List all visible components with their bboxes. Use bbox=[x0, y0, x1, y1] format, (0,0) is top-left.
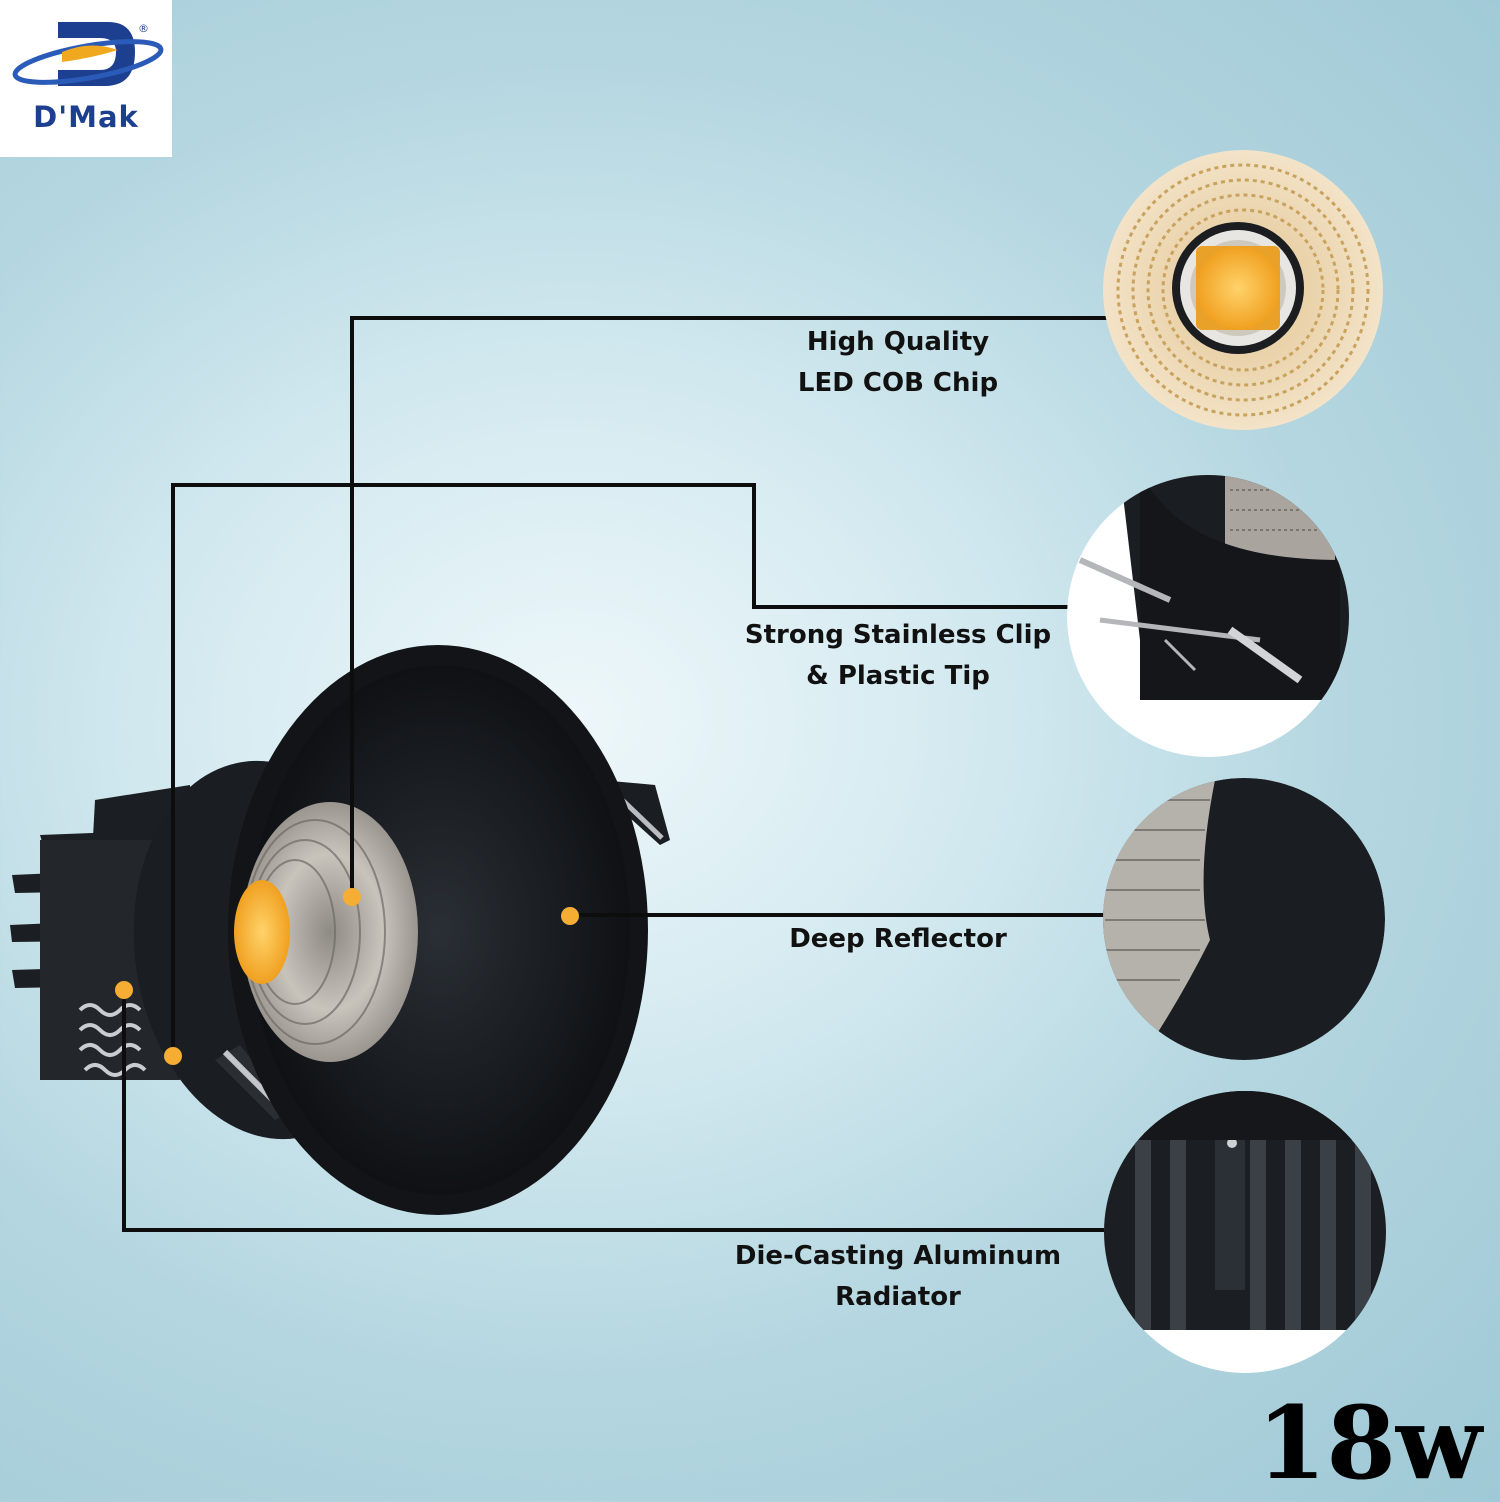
leader-lines bbox=[122, 316, 1110, 1232]
wattage-label: 18w bbox=[1256, 1384, 1482, 1502]
callout-line: Deep Reflector bbox=[789, 924, 1007, 954]
marker-radiator bbox=[115, 981, 133, 999]
reflector-cup bbox=[242, 802, 418, 1062]
registered-mark: ® bbox=[138, 22, 149, 35]
callout-label-reflector: Deep Reflector bbox=[688, 919, 1108, 960]
brand-logo: ® D'Mak bbox=[0, 0, 172, 157]
callout-line: Die-Casting Aluminum bbox=[734, 1241, 1062, 1271]
callout-label-radiator: Die-Casting Aluminum Radiator bbox=[688, 1236, 1108, 1318]
downlight-product bbox=[10, 645, 670, 1215]
radiator-fins-closeup-icon bbox=[1104, 1091, 1386, 1373]
callout-label-clip: Strong Stainless Clip & Plastic Tip bbox=[688, 615, 1108, 697]
brand-name: D'Mak bbox=[33, 100, 139, 134]
callout-markers bbox=[115, 888, 579, 1065]
callout-label-cob-chip: High Quality LED COB Chip bbox=[688, 322, 1108, 404]
spring-coils bbox=[78, 1003, 147, 1077]
marker-cob-chip bbox=[343, 888, 361, 906]
callout-line: & Plastic Tip bbox=[806, 661, 990, 691]
callout-line: High Quality bbox=[806, 327, 990, 357]
spring-clip-closeup-icon bbox=[1067, 475, 1349, 757]
callout-line: Radiator bbox=[835, 1282, 961, 1312]
marker-reflector bbox=[561, 907, 579, 925]
callout-line: LED COB Chip bbox=[797, 368, 999, 398]
dmak-swoosh-icon bbox=[12, 22, 164, 86]
reflector-closeup-icon bbox=[1103, 778, 1385, 1060]
callout-line: Strong Stainless Clip bbox=[744, 620, 1052, 650]
marker-clip bbox=[164, 1047, 182, 1065]
cob-chip-glow bbox=[234, 880, 290, 984]
cob-chip-closeup-icon bbox=[1103, 150, 1383, 430]
